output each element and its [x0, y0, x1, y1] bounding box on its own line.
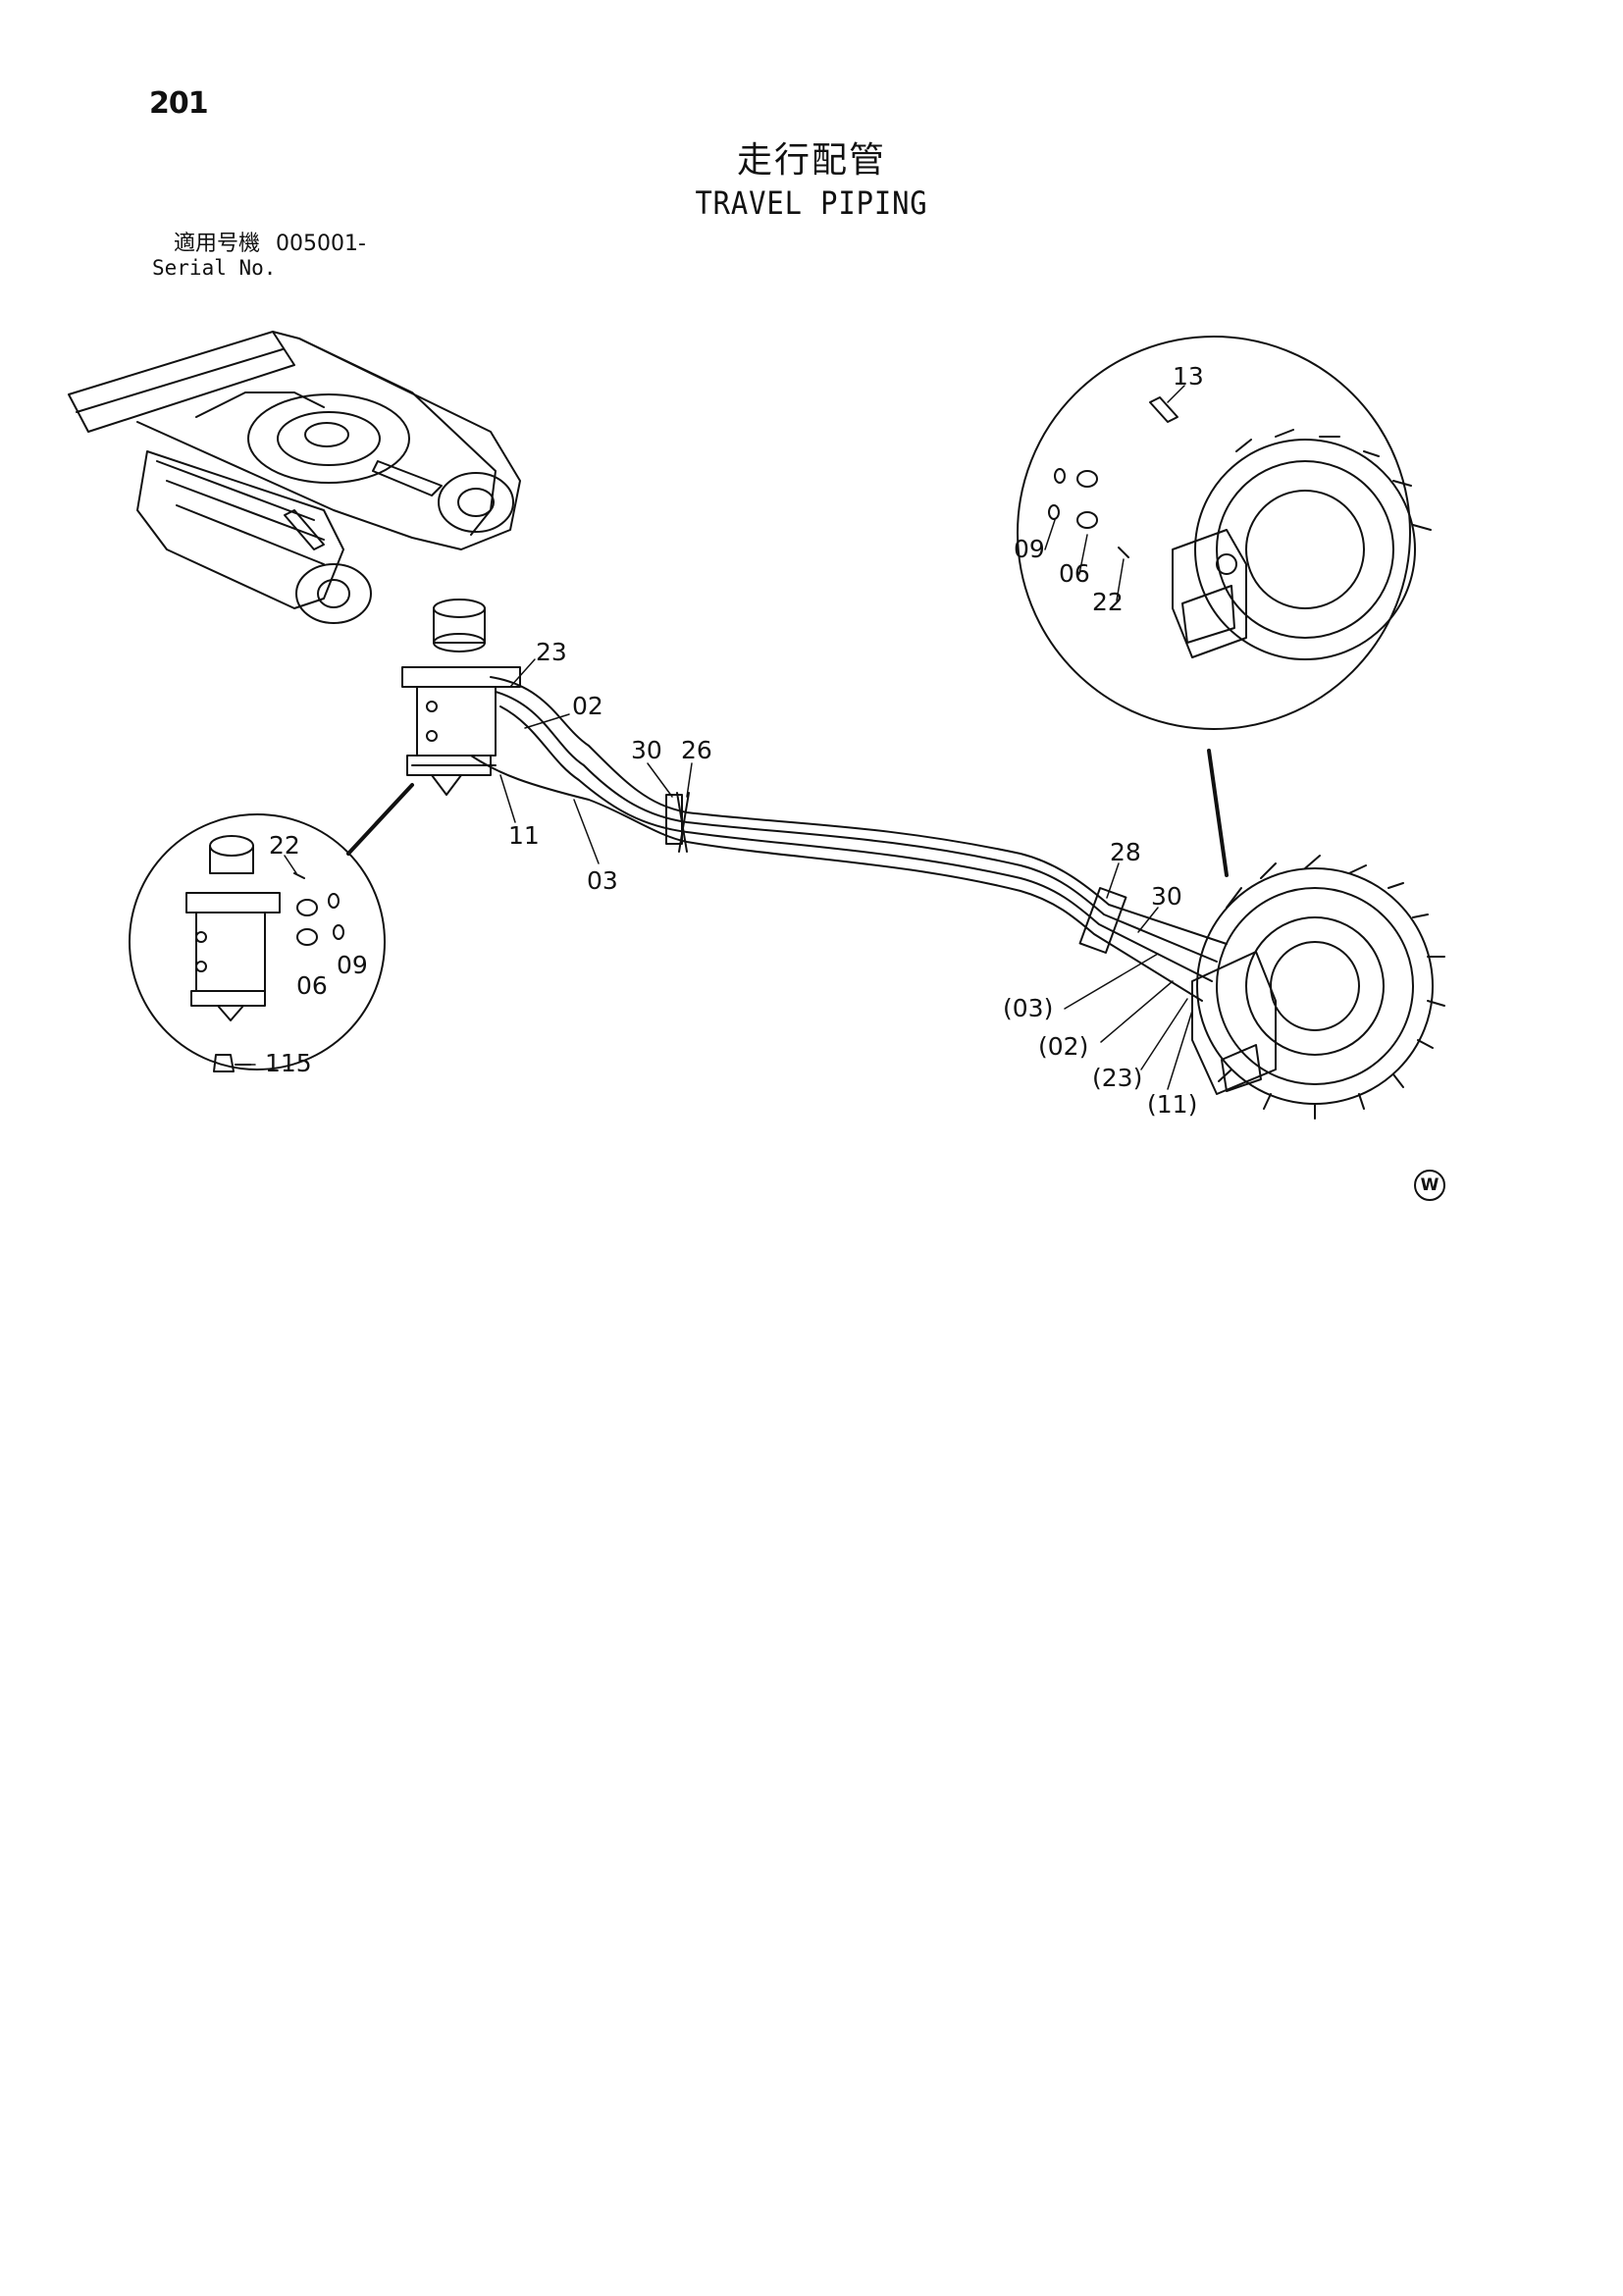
callout-09-joint: 09 — [337, 951, 368, 979]
clamp-28 — [1078, 887, 1127, 954]
page-number: 201 — [149, 86, 209, 121]
callout-06-joint: 06 — [296, 971, 328, 1000]
page-title-en: TRAVEL PIPING — [695, 184, 928, 222]
serial-label-jp: 適用号機 — [174, 232, 261, 256]
callout-23-ref: (23) — [1092, 1064, 1142, 1092]
hoses — [470, 676, 1228, 1002]
callout-11: 11 — [508, 821, 540, 850]
clamp-26 — [676, 792, 690, 853]
callout-03: 03 — [587, 866, 618, 895]
callout-labels: 23 02 30 26 11 03 28 30 (03) (02) (23) (… — [265, 362, 1204, 1119]
callout-02: 02 — [572, 692, 603, 720]
leader-lines — [235, 385, 1193, 1090]
callout-30a: 30 — [631, 736, 662, 764]
callout-09-detail: 09 — [1014, 535, 1045, 563]
machine-overview-illustration — [68, 331, 521, 624]
callout-26: 26 — [681, 736, 712, 764]
callout-28: 28 — [1110, 838, 1141, 866]
leader-detail-bottom — [346, 783, 414, 856]
callout-22-joint: 22 — [269, 831, 300, 860]
center-joint — [401, 599, 521, 796]
callout-30b: 30 — [1151, 882, 1182, 911]
callout-115: 115 — [265, 1049, 312, 1077]
detail-circle-joint — [129, 813, 386, 1072]
page-title-jp: 走行配管 — [736, 140, 886, 181]
detail-circle-motor — [1017, 336, 1432, 730]
serial-label-en: Serial No. — [152, 256, 277, 280]
callout-02-ref: (02) — [1038, 1032, 1088, 1061]
callout-13: 13 — [1173, 362, 1204, 391]
callout-06-detail: 06 — [1059, 559, 1090, 588]
callout-03-ref: (03) — [1003, 994, 1053, 1022]
travel-motor — [1191, 855, 1445, 1120]
watermark-w-icon: W — [1414, 1170, 1445, 1201]
callout-11-ref: (11) — [1147, 1090, 1197, 1119]
serial-info: 適用号機 005001- Serial No. — [152, 232, 382, 281]
leader-detail-top — [1207, 749, 1229, 877]
serial-number: 005001- — [276, 232, 366, 256]
callout-23: 23 — [536, 638, 567, 666]
